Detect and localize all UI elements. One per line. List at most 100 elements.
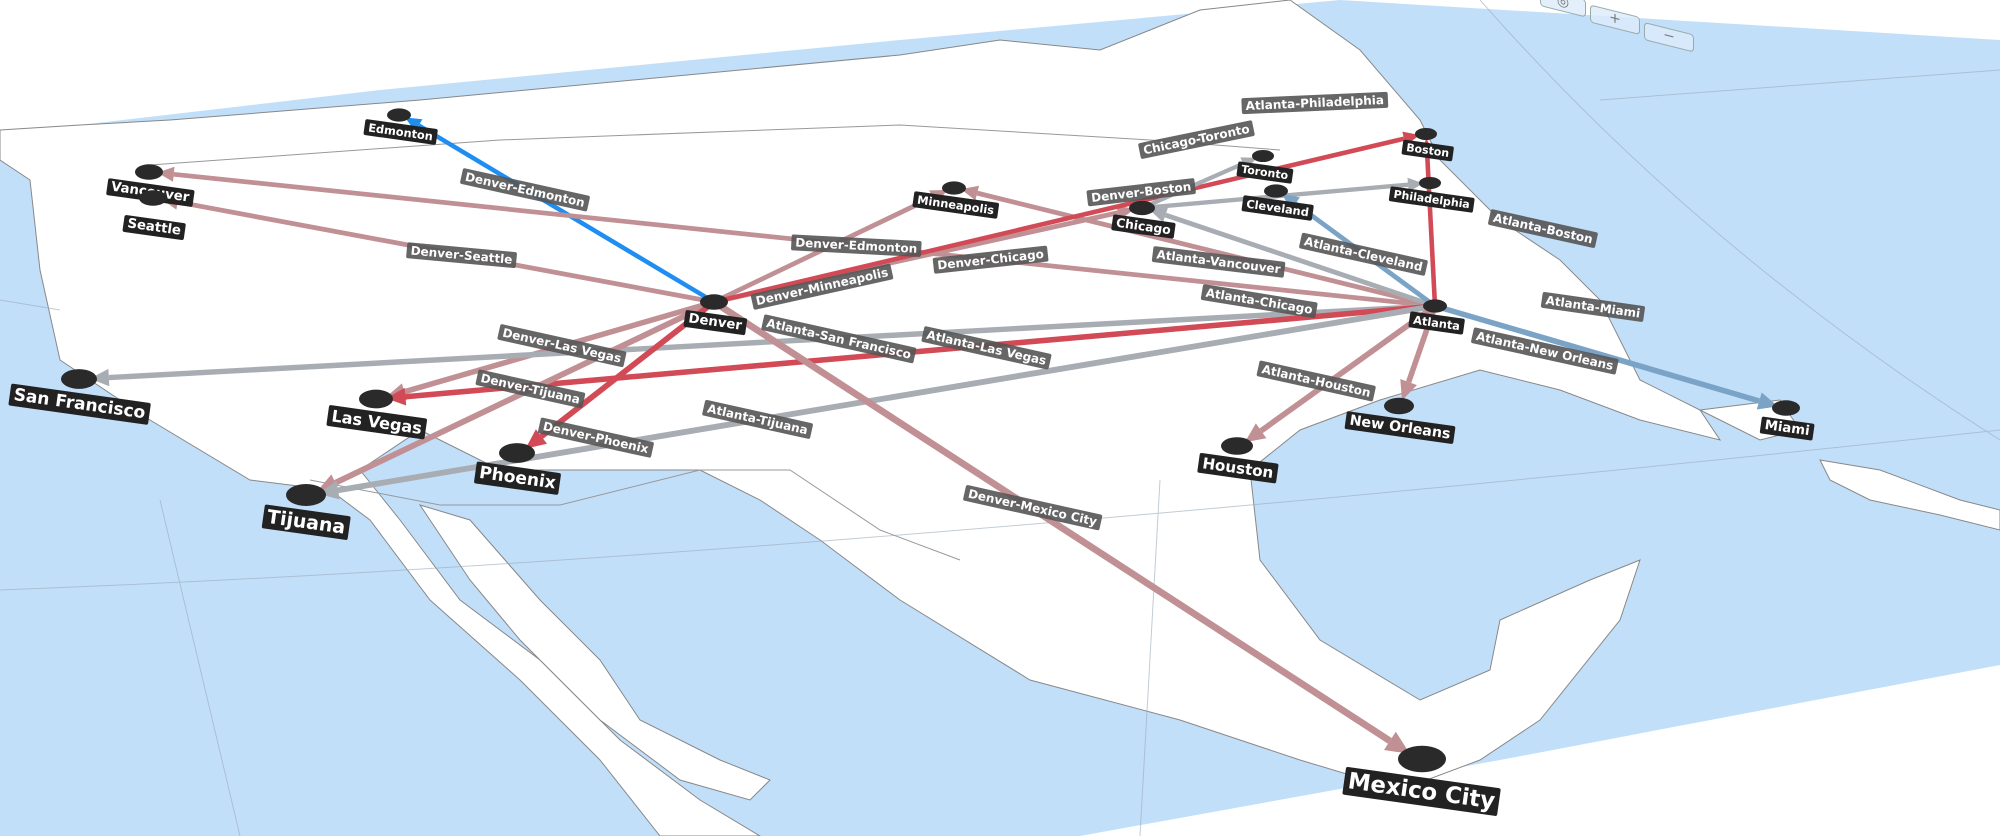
arrow-head-icon (525, 429, 547, 449)
route-label-bg (475, 369, 586, 409)
city-seattle[interactable]: Seattle (122, 190, 186, 241)
city-label-group: Edmonton (363, 119, 438, 145)
globe-button[interactable]: ◎ (1540, 0, 1586, 18)
city-cleveland[interactable]: Cleveland (1241, 184, 1314, 221)
city-label-bg (1408, 311, 1465, 335)
route-label-bg (1540, 291, 1645, 322)
city-label-bg (1197, 452, 1279, 484)
minus-icon: − (1663, 26, 1675, 46)
city-label-bg (1401, 139, 1454, 162)
city-toronto[interactable]: Toronto (1236, 149, 1294, 184)
city-marker[interactable] (499, 443, 535, 463)
city-marker[interactable] (1264, 184, 1288, 198)
arrow-head-icon (1756, 392, 1778, 410)
arrow-head-icon (386, 387, 407, 406)
route-label-bg (1138, 120, 1255, 159)
city-label-group: Denver (683, 310, 748, 336)
city-marker[interactable] (135, 164, 163, 180)
city-label-bg (122, 215, 186, 241)
route-label-bg (497, 324, 627, 368)
route-atlanta-chicago[interactable] (1149, 207, 1436, 309)
route-label-bg (1200, 284, 1318, 319)
route-label: Denver-Edmonton (791, 234, 922, 257)
city-label-bg (474, 461, 561, 495)
route-line[interactable] (712, 299, 1392, 744)
city-marker[interactable] (1398, 745, 1446, 773)
city-marker[interactable] (61, 369, 97, 389)
city-boston[interactable]: Boston (1401, 127, 1454, 162)
city-marker[interactable] (286, 484, 326, 506)
city-marker[interactable] (1772, 400, 1800, 416)
route-label-bg (1488, 209, 1598, 248)
route-line[interactable] (1164, 212, 1436, 309)
city-marker[interactable] (359, 389, 393, 409)
city-label: Atlanta (1412, 313, 1461, 333)
route-label: Atlanta-Philadelphia (1241, 91, 1389, 115)
city-marker[interactable] (1252, 149, 1274, 163)
city-label-bg (326, 405, 428, 440)
city-edmonton[interactable]: Edmonton (363, 108, 438, 145)
route-label-bg (932, 245, 1049, 274)
city-label-bg (683, 310, 748, 336)
route-line[interactable] (1434, 303, 1761, 404)
city-marker[interactable] (1415, 127, 1437, 141)
city-label-bg (1241, 195, 1314, 221)
city-marker[interactable] (1419, 176, 1441, 190)
city-tijuana[interactable]: Tijuana (261, 484, 351, 540)
arrow-head-icon (157, 166, 175, 182)
route-label-bg (1241, 91, 1389, 115)
route-label-bg (1299, 232, 1428, 276)
route-line[interactable] (976, 190, 1436, 309)
route-denver-mexico-city[interactable] (712, 299, 1410, 754)
city-label-bg (363, 119, 438, 145)
city-marker[interactable] (1423, 299, 1447, 313)
city-chicago[interactable]: Chicago (1111, 200, 1176, 239)
city-label-group: Cleveland (1241, 195, 1314, 221)
route-line[interactable] (713, 136, 1405, 305)
route-atlanta-las-vegas[interactable] (386, 303, 1436, 406)
city-marker[interactable] (387, 108, 411, 122)
route-atlanta-miami[interactable] (1434, 303, 1778, 410)
city-label-bg (1344, 411, 1456, 444)
city-label-bg (912, 191, 1000, 219)
route-label-bg (1086, 178, 1196, 207)
route-label-bg (1471, 327, 1619, 375)
route-label-bg (1151, 246, 1286, 278)
route-label-bg (702, 400, 813, 439)
arrow-head-icon (1407, 177, 1424, 192)
city-label: Miami (1764, 418, 1811, 439)
globe-icon: ◎ (1556, 0, 1570, 12)
city-label: Seattle (126, 216, 181, 238)
zoom-out-button[interactable]: − (1644, 21, 1694, 53)
city-denver[interactable]: Denver (683, 294, 748, 336)
arrow-head-icon (1383, 731, 1410, 754)
svg-text:Denver-Edmonton: Denver-Edmonton (795, 236, 918, 256)
city-marker[interactable] (139, 190, 167, 206)
route-line[interactable] (1259, 303, 1437, 434)
city-atlanta[interactable]: Atlanta (1408, 299, 1465, 335)
city-label-group: Boston (1401, 139, 1454, 162)
arrow-head-icon (1244, 423, 1267, 443)
city-miami[interactable]: Miami (1759, 400, 1815, 441)
city-label: Denver (687, 311, 743, 333)
route-label-bg (791, 234, 922, 257)
city-label-bg (1388, 186, 1475, 213)
route-label-bg (750, 263, 894, 310)
svg-text:Atlanta-Philadelphia: Atlanta-Philadelphia (1245, 93, 1384, 113)
route-atlanta-houston[interactable] (1244, 303, 1437, 443)
route-label-bg (1256, 360, 1376, 402)
city-label-group: Toronto (1236, 161, 1294, 184)
route-label-bg (921, 326, 1052, 370)
city-label: Boston (1405, 141, 1450, 160)
city-label-group: Miami (1759, 416, 1815, 441)
route-label-bg (538, 417, 654, 458)
city-marker[interactable] (1129, 200, 1155, 216)
city-marker[interactable] (942, 181, 966, 195)
city-label-bg (1759, 416, 1815, 441)
city-marker[interactable] (1384, 397, 1414, 415)
city-marker[interactable] (700, 294, 728, 310)
arrow-head-icon (1400, 379, 1417, 401)
city-marker[interactable] (1221, 437, 1253, 455)
route-line[interactable] (405, 303, 1436, 400)
